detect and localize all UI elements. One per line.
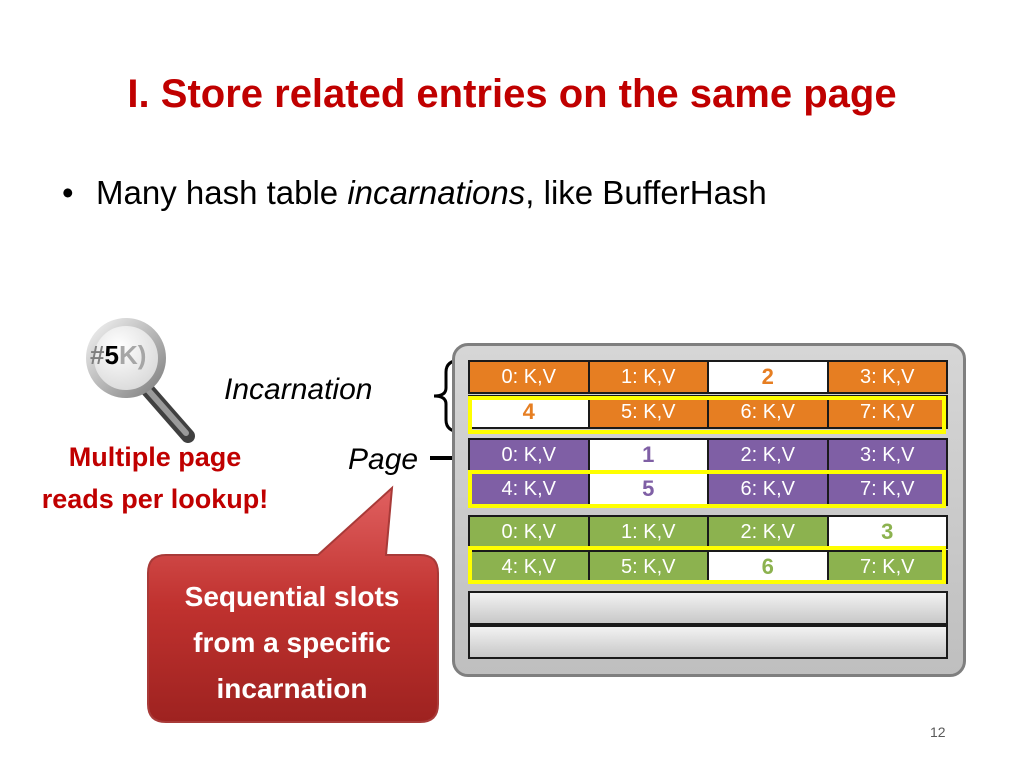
kv-slot: 1: K,V — [589, 362, 709, 392]
kv-slot: 0: K,V — [470, 440, 590, 470]
bullet-dot: • — [62, 174, 74, 211]
kv-slot: 5: K,V — [589, 552, 709, 582]
bullet-text-italic: incarnations — [347, 174, 526, 211]
kv-slot: 6: K,V — [709, 474, 829, 504]
kv-slot: 7: K,V — [828, 552, 946, 582]
warning-line-2: reads per lookup! — [41, 484, 269, 514]
kv-slot: 2: K,V — [709, 517, 829, 547]
bullet-point: • Many hash table incarnations, like Buff… — [62, 174, 767, 212]
bullet-text-after: , like BufferHash — [525, 174, 767, 211]
callout-line-2: from a specific — [193, 627, 391, 658]
brace-icon — [433, 358, 463, 434]
kv-slot: 7: K,V — [828, 397, 946, 427]
kv-slot: 2: K,V — [709, 440, 829, 470]
kv-slot: 3: K,V — [828, 362, 946, 392]
kv-slot: 4: K,V — [470, 552, 590, 582]
kv-slot: 4: K,V — [470, 474, 590, 504]
sequential-slots-highlight — [468, 396, 946, 434]
kv-slot: 0: K,V — [470, 517, 590, 547]
empty-slot: 2 — [709, 362, 829, 392]
incarnation-label: Incarnation — [224, 373, 373, 406]
empty-slot: 3 — [828, 517, 946, 547]
callout-line-3: incarnation — [216, 673, 368, 704]
lookup-number: 5 — [104, 340, 119, 370]
kv-slot: 0: K,V — [470, 362, 590, 392]
callout-text: Sequential slots from a specific incarna… — [148, 574, 436, 712]
hash-symbol: # — [90, 340, 105, 370]
kv-slot: 3: K,V — [828, 440, 946, 470]
sequential-slots-highlight — [468, 470, 946, 508]
kv-slot: 6: K,V — [709, 397, 829, 427]
empty-slot: 5 — [589, 474, 709, 504]
empty-page — [468, 625, 948, 659]
kv-slot: 5: K,V — [589, 397, 709, 427]
magnifier-icon — [86, 318, 195, 443]
page-number: 12 — [930, 724, 946, 740]
warning-line-1: Multiple page — [68, 442, 242, 472]
empty-slot: 6 — [709, 552, 829, 582]
empty-page — [468, 591, 948, 625]
empty-slot: 4 — [470, 397, 590, 427]
page-label: Page — [348, 443, 419, 476]
kv-slot: 1: K,V — [589, 517, 709, 547]
key-fragment: K) — [118, 340, 147, 370]
magnifier-label: #5K) — [90, 340, 146, 371]
callout-line-1: Sequential slots — [184, 581, 400, 612]
bullet-text-before: Many hash table — [96, 174, 348, 211]
sequential-slots-highlight — [468, 546, 946, 584]
slide-title: I. Store related entries on the same pag… — [127, 72, 897, 116]
warning-text: Multiple page reads per lookup! — [10, 436, 300, 520]
kv-slot: 7: K,V — [828, 474, 946, 504]
empty-slot: 1 — [589, 440, 709, 470]
